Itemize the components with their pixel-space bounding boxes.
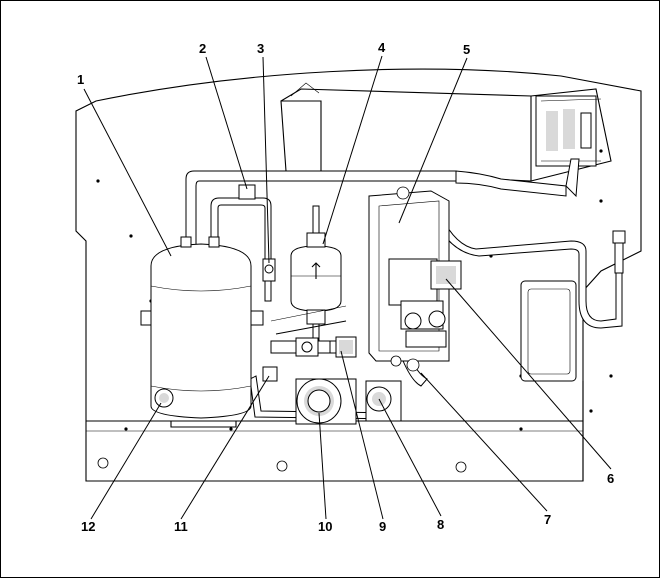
- filter-drier: [290, 232, 342, 325]
- callout-4: 4: [378, 40, 386, 55]
- callout-12: 12: [81, 519, 95, 534]
- valve-cluster: [535, 95, 602, 167]
- service-valve-top: [238, 184, 276, 282]
- callouts: 1 2 3 4 5 6 7 8 9 10 11 12: [77, 40, 614, 534]
- solenoid-valve: [388, 258, 462, 348]
- drain-fitting: [262, 305, 347, 382]
- callout-3: 3: [257, 41, 264, 56]
- pressure-switch: [365, 380, 402, 422]
- sight-glass: [295, 378, 357, 425]
- callout-5: 5: [463, 42, 470, 57]
- callout-2: 2: [199, 41, 206, 56]
- callout-10: 10: [318, 519, 332, 534]
- callout-9: 9: [379, 519, 386, 534]
- callout-8: 8: [437, 517, 444, 532]
- callout-1: 1: [77, 72, 84, 87]
- callout-7: 7: [544, 512, 551, 527]
- access-panel: [520, 280, 577, 382]
- leader-lines: [83, 55, 612, 520]
- hand-valve: [295, 337, 331, 357]
- callout-6: 6: [607, 471, 614, 486]
- callout-11: 11: [174, 519, 188, 534]
- pressure-fitting: [335, 336, 357, 358]
- receiver-tank: [140, 236, 264, 428]
